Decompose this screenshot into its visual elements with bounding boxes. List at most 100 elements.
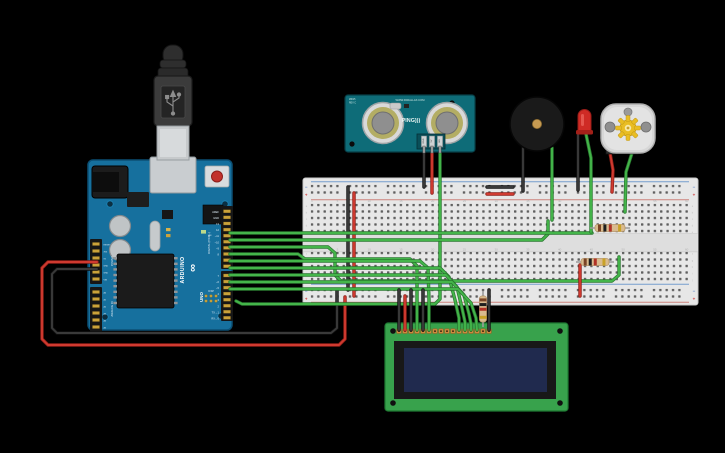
ping-revision: REV C [349,103,356,105]
wire-core[interactable] [609,152,614,193]
lcd-display[interactable] [384,322,569,412]
wire-core[interactable] [229,220,549,241]
wire-core[interactable] [235,149,441,305]
motor-mount-left [604,121,616,133]
ping-pin[interactable] [422,145,426,154]
pin-label: RX←0 [211,316,219,320]
icsp-pin[interactable] [204,299,208,303]
terminal-holes-top[interactable] [310,203,689,234]
ping-pin[interactable] [430,145,434,154]
header-pin[interactable] [223,209,231,213]
column-number: 5 [337,199,339,203]
ping-component [404,104,409,108]
mounting-hole [106,200,114,208]
header-pin[interactable] [92,249,100,253]
dc-motor[interactable] [600,103,656,155]
wire-core[interactable] [229,281,472,331]
header-pin[interactable] [92,304,100,308]
header-pin[interactable] [92,263,100,267]
header-pin[interactable] [92,256,100,260]
resistor-lcd-backlight[interactable] [479,291,487,327]
reset-button[interactable] [211,170,223,183]
wire-core[interactable] [624,152,633,213]
digital-header-low[interactable] [221,271,233,321]
header-pin[interactable] [223,316,231,320]
wire-lcd-db5[interactable] [228,273,467,332]
ping-title-label: PING))) [402,118,421,124]
wire-ping-sig[interactable] [234,148,442,306]
header-pin[interactable] [223,234,231,238]
header-pin[interactable] [223,227,231,232]
icsp-pin[interactable] [209,294,213,298]
wire-pin12-buzzer[interactable] [228,219,550,242]
column-number: 50 [621,247,625,251]
usb-cable[interactable] [153,44,193,161]
lcd-pin-hole [452,330,454,332]
ping-crystal [389,102,402,110]
wire-led-anode[interactable] [584,132,593,234]
header-pin[interactable] [223,298,231,302]
arduino-uno[interactable]: ARDUINO ∞ UNO DIGITAL (PWM~) POWER ANALO… [87,156,233,332]
header-pin[interactable] [223,221,231,226]
column-number: 5 [337,247,339,251]
header-pin[interactable] [223,291,231,296]
chip-pin [113,285,117,288]
header-pin[interactable] [92,242,100,246]
header-pin[interactable] [223,240,231,244]
icsp-label: ICSP [208,290,214,293]
column-number: 30 [494,247,498,251]
wire-core[interactable] [229,288,478,331]
ping-pin[interactable] [438,145,442,154]
icsp-pin[interactable] [209,299,213,303]
wire-core[interactable] [41,261,346,346]
header-pin[interactable] [92,325,100,329]
wire-motor-positive[interactable] [608,151,615,194]
icsp-pin[interactable] [214,294,218,298]
column-number: 35 [526,247,530,251]
resistor-motor[interactable] [576,258,614,266]
analog-header[interactable] [90,287,102,332]
wire-power-5v[interactable] [40,260,347,347]
icsp-pin[interactable] [214,299,218,303]
wire-lcd-db7[interactable] [228,287,479,332]
header-pin[interactable] [92,318,100,322]
resistor-band [602,258,606,266]
wire-motor-signal[interactable] [623,151,634,214]
piezo-buzzer[interactable] [509,96,565,152]
column-number: 40 [558,247,562,251]
header-pin[interactable] [92,290,100,294]
lcd-pin-hole [440,330,442,332]
wire-lcd-db6[interactable] [228,280,473,332]
resistor-led[interactable] [590,224,630,232]
pin-label: 4 [218,292,220,296]
icsp-pin[interactable] [204,294,208,298]
crystal-oscillator [149,220,161,252]
header-pin[interactable] [223,310,231,314]
motor-mount-top [623,107,633,117]
ultrasonic-sensor[interactable]: WWW.PARALLAX.COM 28015 REV C PING))) GND… [344,94,476,154]
header-pin[interactable] [223,215,231,220]
wire-pin11-motor[interactable] [228,245,621,283]
wire-core[interactable] [585,133,592,233]
wire-core[interactable] [51,268,338,334]
header-pin[interactable] [92,277,100,281]
header-pin[interactable] [92,270,100,274]
lcd-screen [404,348,547,392]
header-pin[interactable] [92,311,100,315]
usb-port [149,156,197,194]
buzzer-sound-hole [532,119,543,130]
pin-label: A2 [104,306,107,309]
row-letter: c [306,218,308,221]
pin-label: A3 [104,313,107,316]
header-pin[interactable] [223,264,231,268]
rail-holes-top[interactable] [310,184,689,198]
wire-core[interactable] [229,274,466,331]
header-pin[interactable] [92,297,100,301]
led-bulb[interactable] [577,109,592,133]
header-pin[interactable] [223,304,231,308]
wire-core[interactable] [229,246,620,282]
wire-power-gnd[interactable] [50,267,339,335]
led-red[interactable] [576,109,593,135]
